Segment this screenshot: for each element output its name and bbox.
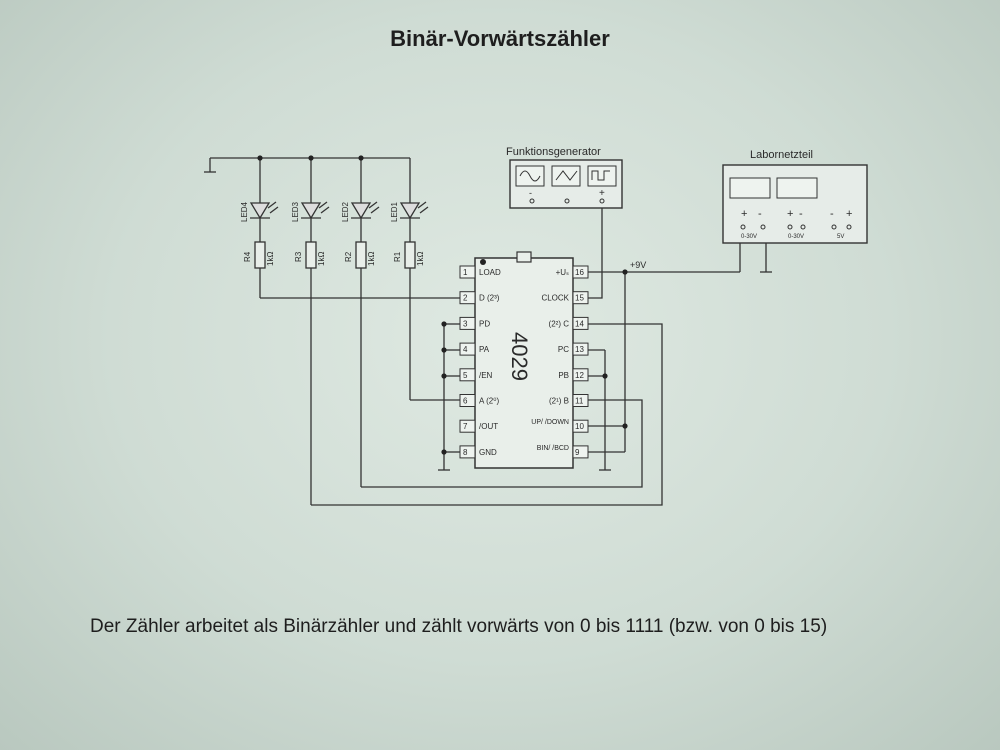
svg-text:0-30V: 0-30V — [788, 234, 804, 240]
pin-label: CLOCK — [541, 294, 569, 303]
pin-label: BIN/ /BCD — [537, 445, 569, 452]
r1-label: R1 — [393, 251, 402, 262]
r1-value: 1kΩ — [416, 252, 425, 266]
chip-name: 4029 — [507, 332, 532, 381]
chip-pin-right: 10 UP/ /DOWN — [531, 419, 589, 433]
r2-value: 1kΩ — [367, 252, 376, 266]
led-branch-2 — [350, 158, 380, 487]
pin-number: 3 — [463, 319, 468, 328]
square-wave-icon — [591, 170, 610, 181]
led1-label: LED1 — [390, 201, 399, 222]
pin-number: 1 — [463, 268, 468, 277]
svg-text:-: - — [830, 208, 834, 220]
pin-number: 5 — [463, 371, 468, 380]
pin-number: 9 — [575, 448, 580, 457]
pin-number: 11 — [575, 397, 584, 406]
pin-label: GND — [479, 448, 497, 457]
chip-pin-right: 16 +Uₛ — [556, 265, 589, 279]
chip-pin-left: 8 GND — [459, 445, 497, 459]
led-branch-3 — [300, 158, 330, 505]
pin-number: 13 — [575, 345, 584, 354]
chip-pin-left: 4 PA — [459, 342, 490, 356]
chip-pin-right: 14 (2²) C — [549, 316, 589, 330]
page-title: Binär-Vorwärtszähler — [390, 26, 610, 51]
r2-label: R2 — [344, 251, 353, 262]
svg-text:-: - — [799, 208, 803, 220]
chip-4029: 4029 — [474, 251, 574, 469]
led4-label: LED4 — [240, 201, 249, 222]
pin-label: D (2³) — [479, 294, 500, 303]
pin-number: 2 — [463, 294, 468, 303]
pin-label: /EN — [479, 371, 493, 380]
pin-number: 14 — [575, 319, 584, 328]
junction-dots — [257, 155, 628, 455]
left-pin-group: 1 LOAD 2 D (2³) 3 PD 4 PA 5/EN 6 A (2⁰) 7/OUT 8 GND — [459, 265, 501, 459]
chip-pin-right: 9 BIN/ /BCD — [537, 445, 589, 459]
function-generator-label: Funktionsgenerator — [506, 146, 601, 158]
pin-label: PC — [558, 345, 569, 354]
chip-pin-left: 6 A (2⁰) — [459, 394, 499, 407]
caption: Der Zähler arbeitet als Binärzähler und … — [90, 616, 828, 637]
function-generator: Funktionsgenerator - + — [506, 146, 623, 209]
r3-value: 1kΩ — [317, 252, 326, 266]
svg-text:+: + — [741, 208, 747, 220]
pin-label: (2¹) B — [549, 397, 569, 406]
pin-number: 16 — [575, 268, 584, 277]
chip-pin-left: 1 LOAD — [459, 265, 501, 279]
pin-label: LOAD — [479, 268, 501, 277]
led3-label: LED3 — [291, 201, 300, 222]
pin-label: (2²) C — [549, 319, 570, 328]
chip-pin-right: 11 (2¹) B — [549, 394, 589, 407]
led-branch-4 — [249, 158, 279, 298]
wire-b-loop — [361, 399, 643, 488]
pin-label: PA — [479, 345, 490, 354]
triangle-wave-icon — [555, 170, 578, 181]
led-branch-1 — [399, 158, 429, 400]
svg-text:5V: 5V — [837, 234, 844, 240]
pin-label: A (2⁰) — [479, 397, 499, 406]
pin-number: 4 — [463, 345, 468, 354]
pin-label: UP/ /DOWN — [531, 419, 569, 426]
chip-pin-left: 2 D (2³) — [459, 291, 500, 305]
clock-wire — [588, 202, 603, 299]
lab-power-supply: Labornetzteil + - + - - + 0-30V 0-30V 5V — [722, 149, 868, 244]
pin-number: 8 — [463, 448, 468, 457]
pin-label: PD — [479, 319, 490, 328]
pin-label: /OUT — [479, 422, 498, 431]
fg-minus: - — [529, 188, 532, 198]
led2-label: LED2 — [341, 201, 350, 222]
led-labels: LED4 LED3 LED2 LED1 R4 R3 R2 R1 1kΩ 1kΩ … — [240, 201, 425, 266]
svg-text:0-30V: 0-30V — [741, 234, 757, 240]
power-supply-label: Labornetzteil — [750, 149, 813, 161]
pin-label: PB — [558, 371, 569, 380]
chip-pin-left: 3 PD — [459, 316, 490, 330]
chip-pin-right: 13 PC — [558, 342, 589, 356]
svg-text:-: - — [758, 208, 762, 220]
svg-text:+: + — [787, 208, 793, 220]
chip-pin-left: 7/OUT — [459, 419, 498, 433]
pin-number: 15 — [575, 294, 584, 303]
svg-text:+: + — [846, 208, 852, 220]
r4-label: R4 — [243, 251, 252, 262]
pin-number: 10 — [575, 422, 584, 431]
pin-label: +Uₛ — [556, 268, 569, 277]
r4-value: 1kΩ — [266, 252, 275, 266]
sine-wave-icon — [519, 170, 541, 182]
pin-number: 12 — [575, 371, 584, 380]
pin-number: 7 — [463, 422, 468, 431]
chip-pin-right: 12 PB — [558, 368, 589, 382]
r3-label: R3 — [294, 251, 303, 262]
right-pin-group: 16 +Uₛ 15 CLOCK 14 (2²) C 13 PC 12 PB 11 (2¹) B 10 UP… — [531, 265, 589, 459]
fg-plus: + — [599, 188, 605, 199]
chip-pin-right: 15 CLOCK — [541, 291, 589, 305]
pin-number: 6 — [463, 397, 468, 406]
supply-voltage-label: +9V — [630, 260, 646, 270]
chip-pin-left: 5/EN — [459, 368, 493, 382]
